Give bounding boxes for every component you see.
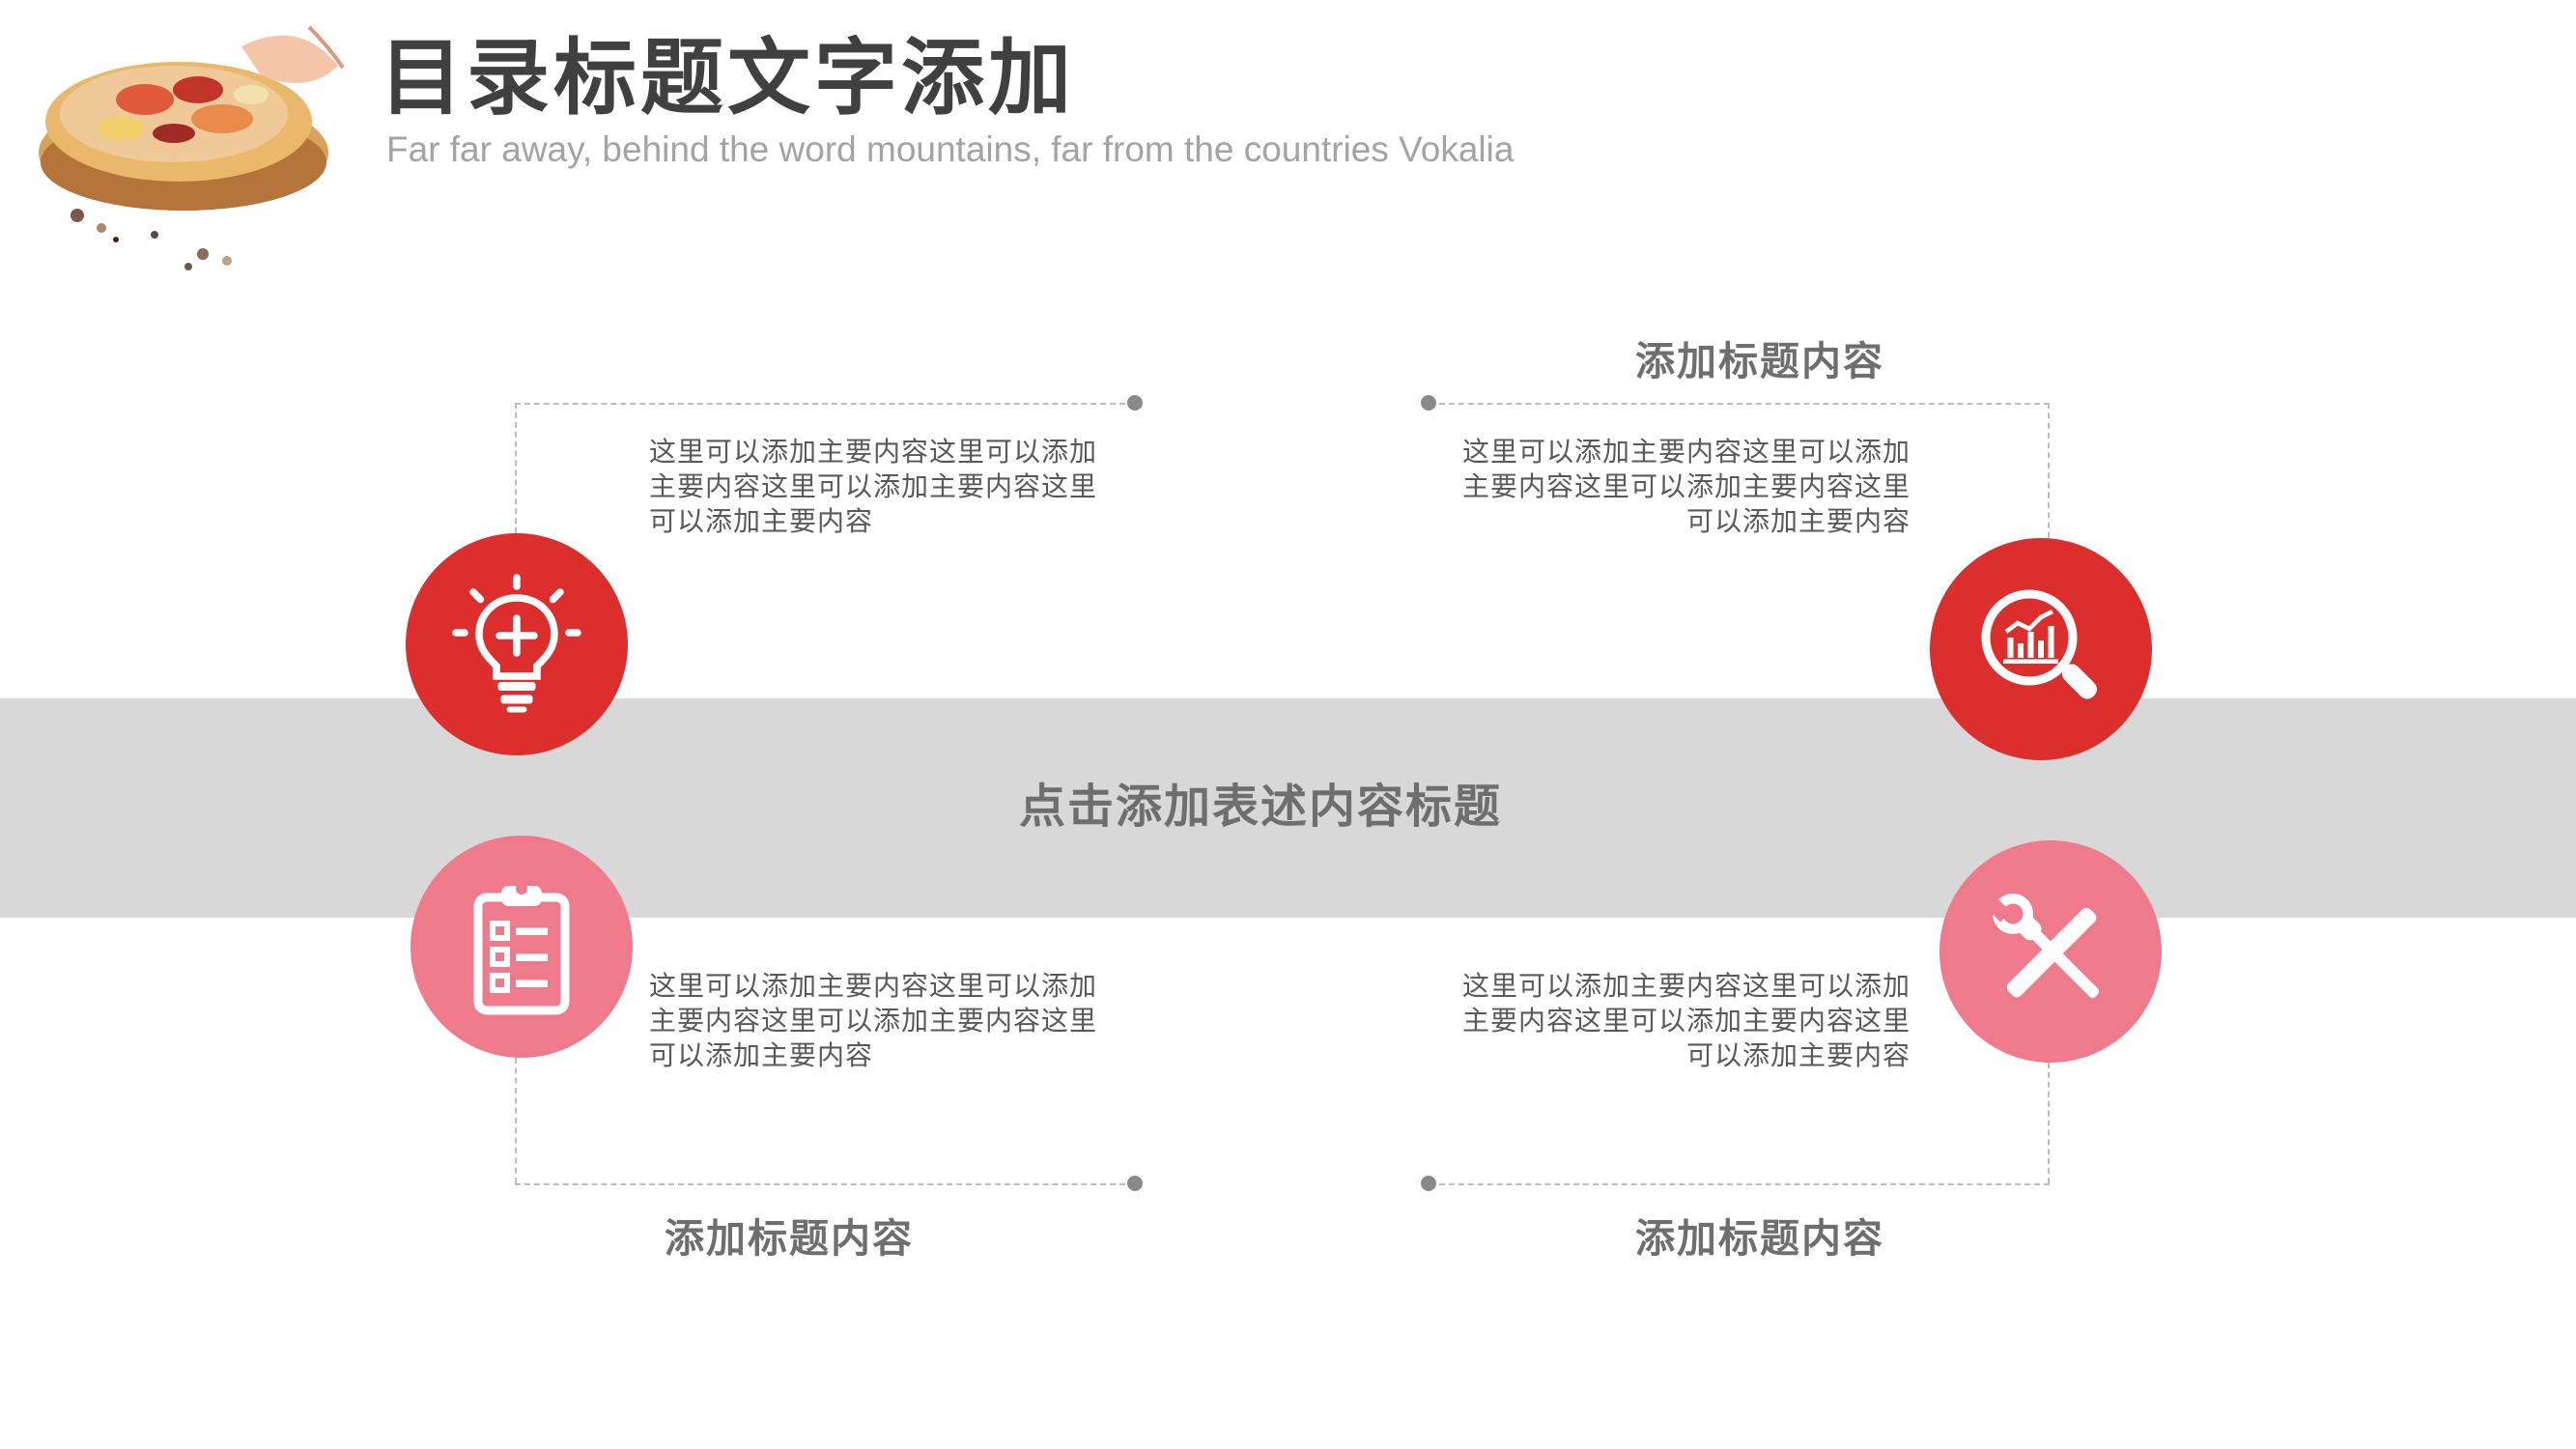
connector-line: [1430, 1183, 2050, 1185]
connector-line: [2048, 1063, 2050, 1183]
magnifier-chart-icon: [1981, 589, 2097, 699]
food-bowl-illustration: [39, 25, 345, 270]
connector-line: [515, 1183, 1135, 1185]
item-2-body: 这里可以添加主要内容这里可以添加主要内容这里可以添加主要内容这里可以添加主要内容: [1461, 436, 1911, 537]
item-3-circle: [410, 836, 633, 1058]
band-title: 点击添加表述内容标题: [1018, 780, 1502, 834]
connector-dot: [1127, 395, 1143, 411]
item-4-title: 添加标题内容: [1635, 1215, 1884, 1262]
connector-line: [515, 403, 517, 533]
item-4-circle: [1939, 840, 2162, 1063]
item-3-body: 这里可以添加主要内容这里可以添加主要内容这里可以添加主要内容这里可以添加主要内容: [649, 970, 1098, 1071]
item-3-title: 添加标题内容: [665, 1215, 914, 1262]
connector-line: [2048, 403, 2050, 538]
center-band: [0, 698, 2576, 918]
item-2-title: 添加标题内容: [1635, 338, 1884, 384]
wrench-screwdriver-icon: [1988, 894, 2100, 998]
page-subtitle: Far far away, behind the word mountains,…: [386, 129, 1514, 169]
item-1-body: 这里可以添加主要内容这里可以添加主要内容这里可以添加主要内容这里可以添加主要内容: [649, 436, 1098, 537]
connector-dot: [1421, 1176, 1436, 1191]
connector-dot: [1421, 395, 1436, 411]
connector-line: [1430, 403, 2050, 405]
connector-dot: [1127, 1176, 1143, 1191]
connector-line: [515, 1058, 517, 1183]
item-1-circle: [406, 533, 628, 755]
item-4-body: 这里可以添加主要内容这里可以添加主要内容这里可以添加主要内容这里可以添加主要内容: [1461, 970, 1911, 1071]
lightbulb-plus-icon: [452, 574, 581, 713]
item-2-circle: [1930, 538, 2152, 760]
clipboard-checklist-icon: [473, 883, 570, 1015]
connector-line: [515, 403, 1135, 405]
page-title: 目录标题文字添加: [380, 30, 1075, 127]
